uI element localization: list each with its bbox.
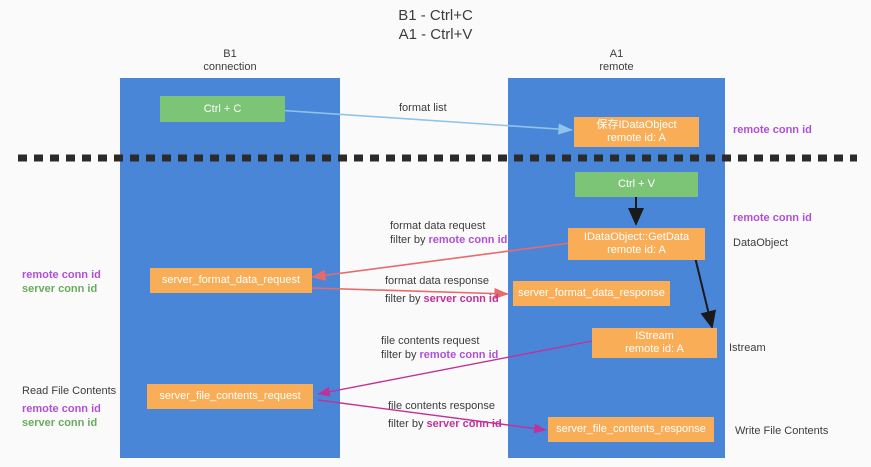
box-getdata-line-2: remote id: A <box>607 244 666 256</box>
edge-label-format-data-request-key: remote conn id <box>428 234 508 246</box>
edge-label-file-contents-response-prefix: filter by <box>388 418 427 430</box>
box-server-file-contents-request-line-1: server_file_contents_request <box>159 390 301 402</box>
box-getdata-line-1: IDataObject::GetData <box>583 231 690 243</box>
box-server-file-contents-response-line-1: server_file_contents_response <box>556 423 706 435</box>
edge-label-file-contents-response: file contents response filter by server … <box>388 399 502 431</box>
box-idataobject-remote-line-1: 保存IDataObject <box>596 119 677 131</box>
annotation-left-read-file-contents-text: Read File Contents <box>22 385 117 397</box>
box-istream-line-1: IStream <box>635 330 674 342</box>
box-istream[interactable]: IStream remote id: A <box>592 328 717 358</box>
edge-label-file-contents-response-line-1: file contents response <box>388 400 496 412</box>
edge-label-format-data-request-prefix: filter by <box>390 234 429 246</box>
box-server-format-data-request-line-1: server_format_data_request <box>161 274 301 286</box>
annotation-left-conn-ids-bottom: remote conn id server conn id <box>22 402 101 430</box>
column-header-a1: A1 remote <box>508 48 725 74</box>
edge-label-format-data-response-line-1: format data response <box>385 275 489 287</box>
box-server-file-contents-response[interactable]: server_file_contents_response <box>548 417 714 442</box>
annotation-right-remote-conn-top: remote conn id <box>733 123 812 137</box>
column-header-a1-role: remote <box>599 61 634 73</box>
title-line-2: A1 - Ctrl+V <box>398 26 473 43</box>
annotation-left-remote-conn-id-bottom: remote conn id <box>22 403 101 415</box>
box-ctrl-c-line-1: Ctrl + C <box>203 102 242 115</box>
box-idataobject-remote-line-2: remote id: A <box>607 132 666 144</box>
annotation-left-conn-ids-top: remote conn id server conn id <box>22 268 101 296</box>
box-idataobject-remote[interactable]: 保存IDataObject remote id: A <box>574 117 699 147</box>
diagram-title: B1 - Ctrl+C A1 - Ctrl+V <box>0 6 871 44</box>
annotation-right-istream: Istream <box>729 341 766 355</box>
annotation-right-dataobject-text: DataObject <box>733 237 789 249</box>
box-ctrl-v-line-1: Ctrl + V <box>618 178 655 190</box>
annotation-left-read-file-contents: Read File Contents <box>22 384 116 398</box>
edge-label-format-data-response-line-2: filter by server conn id <box>385 292 499 306</box>
annotation-right-remote-conn-top-text: remote conn id <box>733 124 812 136</box>
box-server-format-data-response-line-1: server_format_data_response <box>518 287 665 299</box>
column-header-a1-name: A1 <box>609 48 624 60</box>
edge-label-format-data-response: format data response filter by server co… <box>385 274 499 306</box>
annotation-right-write-file-contents: Write File Contents <box>735 424 828 438</box>
box-getdata[interactable]: IDataObject::GetData remote id: A <box>568 228 705 260</box>
box-istream-line-2: remote id: A <box>625 343 684 355</box>
annotation-right-remote-conn-mid: remote conn id <box>733 211 812 225</box>
annotation-right-istream-text: Istream <box>729 342 766 354</box>
box-server-format-data-response[interactable]: server_format_data_response <box>513 281 670 306</box>
edge-label-file-contents-response-key: server conn id <box>426 418 502 430</box>
edge-label-file-contents-request-key: remote conn id <box>419 349 499 361</box>
box-server-file-contents-request[interactable]: server_file_contents_request <box>147 384 313 409</box>
annotation-right-remote-conn-mid-text: remote conn id <box>733 212 812 224</box>
edge-label-format-data-request: format data request filter by remote con… <box>390 219 507 247</box>
annotation-left-server-conn-id-bottom: server conn id <box>22 417 98 429</box>
box-ctrl-c[interactable]: Ctrl + C <box>160 96 285 122</box>
edge-label-format-data-request-line-2: filter by remote conn id <box>390 233 507 247</box>
annotation-left-server-conn-id-top: server conn id <box>22 283 98 295</box>
box-ctrl-v[interactable]: Ctrl + V <box>575 172 698 197</box>
edge-label-format-list: format list <box>399 101 447 115</box>
annotation-right-dataobject: DataObject <box>733 236 788 250</box>
edge-label-file-contents-request-prefix: filter by <box>381 349 420 361</box>
edge-label-format-data-response-key: server conn id <box>423 293 499 305</box>
edge-label-file-contents-response-line-2: filter by server conn id <box>388 417 502 431</box>
edge-label-format-data-request-line-1: format data request <box>390 220 486 232</box>
edge-label-file-contents-request: file contents request filter by remote c… <box>381 334 498 362</box>
column-header-b1: B1 connection <box>120 48 340 74</box>
edge-label-file-contents-request-line-1: file contents request <box>381 335 480 347</box>
edge-label-file-contents-request-line-2: filter by remote conn id <box>381 348 498 362</box>
annotation-left-remote-conn-id-top: remote conn id <box>22 269 101 281</box>
column-header-b1-role: connection <box>203 61 257 73</box>
title-line-1: B1 - Ctrl+C <box>398 7 473 24</box>
edge-label-format-data-response-prefix: filter by <box>385 293 424 305</box>
edge-label-format-list-line-1: format list <box>399 102 447 114</box>
box-server-format-data-request[interactable]: server_format_data_request <box>150 268 312 293</box>
annotation-right-write-file-contents-text: Write File Contents <box>735 425 829 437</box>
column-header-b1-name: B1 <box>223 48 237 60</box>
